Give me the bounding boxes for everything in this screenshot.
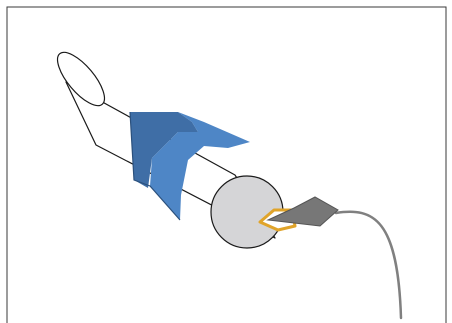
cylinder-back-end [56, 51, 106, 107]
probe-tip [266, 196, 339, 227]
probe-wire [334, 210, 403, 320]
sleeve-light-face [150, 112, 250, 220]
frame-border [6, 6, 447, 323]
sleeve-edge-line [129, 111, 181, 221]
blue-sleeve [129, 111, 250, 221]
sleeve-dark-face [130, 112, 198, 188]
